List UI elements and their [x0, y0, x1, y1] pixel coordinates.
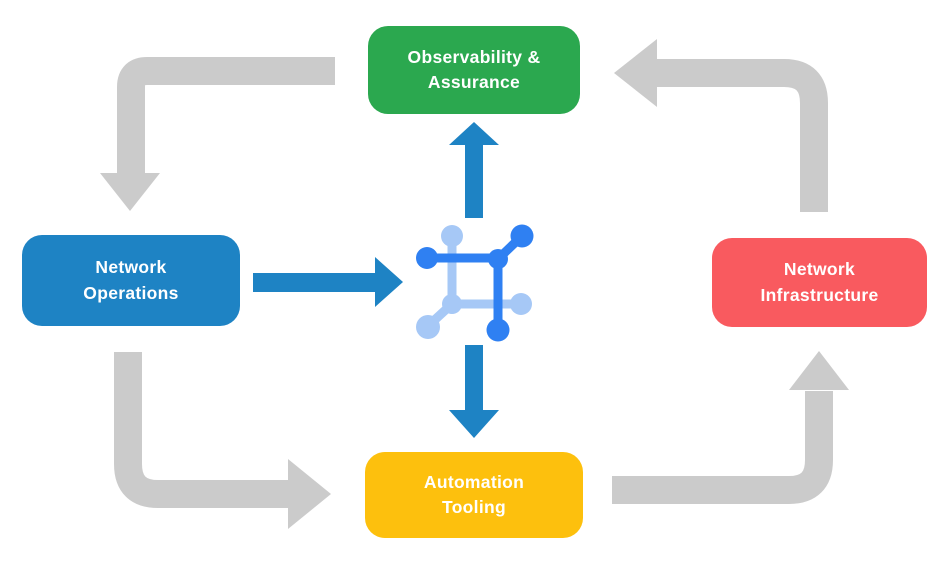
arrow-operations-to-center	[253, 257, 403, 307]
arrow-shaft	[114, 352, 289, 508]
icon-node-bottom	[486, 318, 510, 342]
arrow-shaft	[253, 273, 376, 292]
node-infrastructure-label: Network Infrastructure	[760, 259, 879, 305]
icon-node-left	[416, 247, 438, 269]
arrow-shaft	[465, 144, 483, 218]
arrow-observability-to-operations	[100, 57, 335, 211]
arrow-head	[100, 173, 160, 211]
arrow-shaft	[117, 57, 335, 174]
arrow-head	[375, 257, 403, 307]
icon-node-lower-left	[416, 315, 440, 339]
arrow-head	[789, 351, 849, 390]
arrow-head	[449, 122, 499, 145]
arrow-operations-to-automation	[114, 352, 331, 529]
icon-node-top	[441, 225, 463, 247]
node-observability-label: Observability & Assurance	[407, 46, 541, 92]
arrow-infrastructure-to-observability	[614, 39, 828, 212]
node-observability-assurance: Observability & Assurance	[368, 26, 580, 114]
arrow-shaft	[465, 345, 483, 411]
node-network-infrastructure: Network Infrastructure	[712, 238, 927, 327]
arrow-center-to-observability	[449, 122, 499, 218]
arrow-shaft	[612, 391, 833, 504]
node-automation-tooling: Automation Tooling	[365, 452, 583, 538]
icon-junction-top-right	[488, 249, 508, 269]
icon-junction-bottom-left	[442, 294, 462, 314]
node-operations-label: Network Operations	[83, 257, 179, 303]
node-automation-label: Automation Tooling	[423, 471, 525, 517]
arrow-head	[288, 459, 331, 529]
node-network-operations: Network Operations	[22, 235, 240, 326]
arrow-shaft	[656, 59, 828, 212]
arrow-center-to-automation	[449, 345, 499, 438]
icon-node-right	[510, 293, 532, 315]
arrow-head	[449, 410, 499, 438]
network-mesh-icon	[416, 224, 534, 342]
icon-node-upper-right	[510, 224, 534, 248]
arrow-head	[614, 39, 657, 107]
arrow-automation-to-infrastructure	[612, 351, 849, 504]
